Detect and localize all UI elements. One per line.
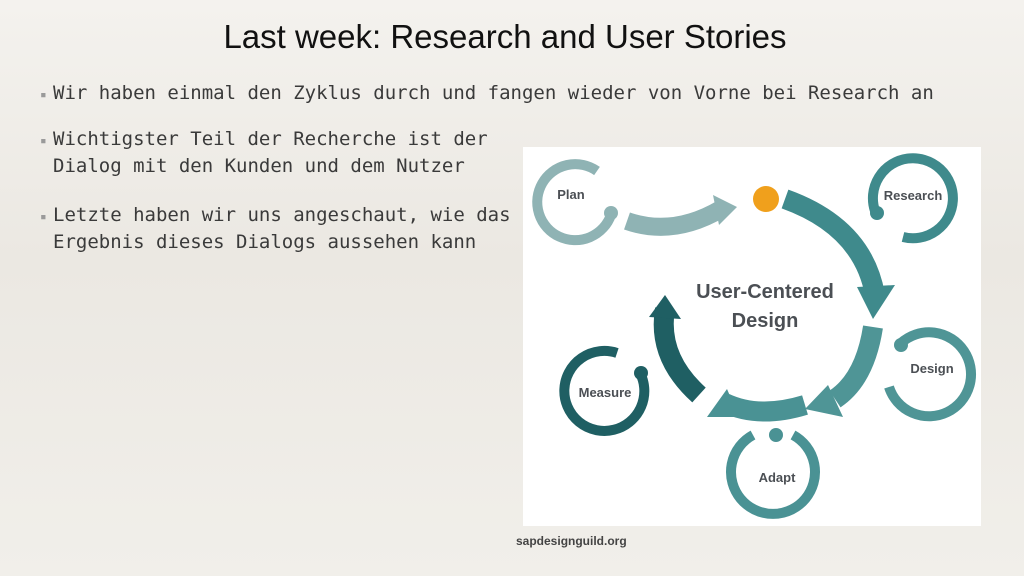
cycle-arrowhead-top-right bbox=[857, 285, 895, 319]
source-credit: sapdesignguild.org bbox=[516, 534, 627, 548]
plan-ring bbox=[532, 159, 616, 246]
stage-research: Research bbox=[867, 153, 958, 244]
center-title-line1: User-Centered bbox=[696, 281, 834, 303]
bullet-marker-icon: ▪ bbox=[40, 134, 47, 147]
cycle-arrow-top-right bbox=[781, 189, 885, 298]
measure-label: Measure bbox=[579, 385, 632, 400]
center-title-line2: Design bbox=[732, 310, 799, 332]
bullet-item: ▪ Wichtigster Teil der Recherche ist der… bbox=[40, 126, 488, 180]
plan-node-dot bbox=[604, 206, 618, 220]
plan-label: Plan bbox=[557, 187, 585, 202]
cycle-arrowhead-bottom bbox=[707, 389, 739, 417]
stage-design: Design bbox=[884, 327, 977, 422]
design-ring bbox=[884, 327, 977, 422]
research-ring bbox=[867, 153, 958, 244]
research-node-dot bbox=[870, 206, 884, 220]
bullet-text: Wir haben einmal den Zyklus durch und fa… bbox=[53, 82, 934, 104]
adapt-node-dot bbox=[769, 428, 783, 442]
cycle-arrow-bottom bbox=[720, 393, 808, 422]
research-label: Research bbox=[884, 188, 943, 203]
cycle-arrowhead-left bbox=[649, 295, 681, 319]
bullet-item: ▪ Letzte haben wir uns angeschaut, wie d… bbox=[40, 202, 511, 256]
design-node-dot bbox=[894, 338, 908, 352]
bullet-item: ▪ Wir haben einmal den Zyklus durch und … bbox=[40, 80, 934, 108]
ucd-cycle-diagram: Plan Research Design Measure Adapt User-… bbox=[523, 147, 981, 526]
cycle-arrow-left bbox=[653, 307, 706, 403]
design-label: Design bbox=[910, 361, 953, 376]
stage-adapt: Adapt bbox=[726, 428, 820, 519]
stage-plan: Plan bbox=[532, 159, 618, 246]
start-dot-icon bbox=[753, 186, 779, 212]
bullet-marker-icon: ▪ bbox=[40, 88, 47, 101]
bullet-text: Letzte haben wir uns angeschaut, wie das… bbox=[53, 204, 511, 253]
stage-measure: Measure bbox=[559, 346, 650, 436]
bullet-text: Wichtigster Teil der Recherche ist der D… bbox=[53, 128, 488, 177]
cycle-arrowhead-right bbox=[805, 385, 843, 417]
measure-ring bbox=[559, 346, 650, 436]
ucd-cycle-svg: Plan Research Design Measure Adapt User-… bbox=[532, 153, 977, 519]
cycle-arrow-right bbox=[829, 325, 883, 408]
center-cycle-arrows bbox=[624, 189, 895, 422]
adapt-ring bbox=[726, 430, 820, 519]
measure-node-dot bbox=[634, 366, 648, 380]
cycle-arrowhead-top-left bbox=[713, 195, 737, 225]
cycle-arrow-top-left bbox=[624, 201, 726, 236]
bullet-marker-icon: ▪ bbox=[40, 210, 47, 223]
slide-title: Last week: Research and User Stories bbox=[223, 18, 787, 55]
adapt-label: Adapt bbox=[759, 470, 797, 485]
